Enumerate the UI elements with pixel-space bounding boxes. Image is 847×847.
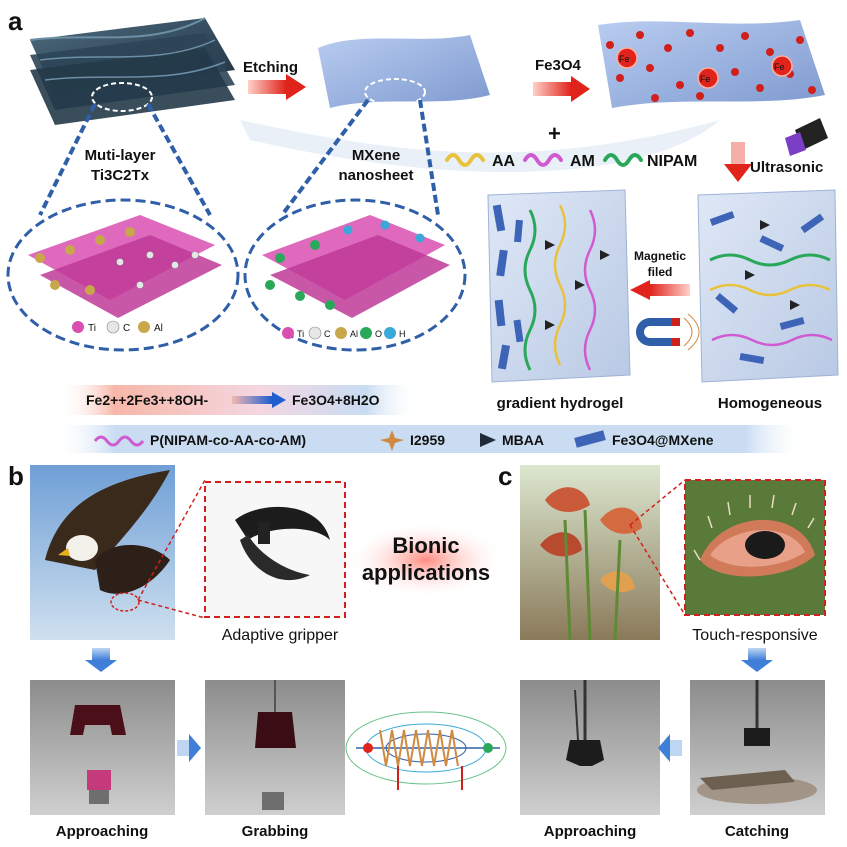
homogeneous-hydrogel-block [697, 189, 839, 383]
panel-label-c: c [498, 461, 512, 491]
fe-label-2: Fe [700, 74, 711, 84]
magnet-icon [636, 313, 700, 351]
touch-responsive-caption: Touch-responsive [692, 627, 818, 644]
homogeneous-label: Homogeneous [718, 395, 822, 412]
down-arrow-b [85, 648, 117, 672]
magnetic-label-1: Magnetic [634, 249, 686, 263]
gradient-hydrogel-block [487, 189, 631, 383]
caption-approaching-b: Approaching [56, 823, 149, 840]
zoom-ellipse-left [91, 82, 153, 112]
crystal-structure-right [243, 198, 467, 352]
svg-text:Al: Al [154, 323, 163, 334]
fe-particle-1 [616, 47, 638, 69]
ultrasonic-arrow [731, 142, 745, 164]
atom-legend-right: Ti C Al O H [282, 326, 406, 340]
svg-text:C: C [123, 323, 130, 334]
panel-label-b: b [8, 461, 24, 491]
monomer-nipam: NIPAM [647, 153, 697, 170]
svg-text:Ti: Ti [297, 329, 304, 339]
atom-legend-left: Ti C Al [72, 320, 163, 334]
caption-catching-c: Catching [725, 823, 789, 840]
gradient-hydrogel-label: gradient hydrogel [497, 395, 624, 412]
legend-crosslinker: MBAA [502, 432, 544, 448]
monomer-am: AM [570, 153, 595, 170]
legend-band [55, 425, 805, 453]
legend-composite: Fe3O4@MXene [612, 432, 714, 448]
photo-approaching-c [520, 680, 660, 815]
panel-label-a: a [8, 6, 23, 36]
legend-initiator: I2959 [410, 432, 445, 448]
initiator-star-icon [380, 430, 404, 451]
mxene-sheet [318, 35, 490, 108]
mbaa-triangle-icon [480, 433, 496, 447]
photo-catching-c [690, 680, 825, 815]
svg-text:H: H [399, 329, 406, 339]
multilayer-label-2: Ti3C2Tx [91, 167, 150, 184]
bionic-title-1: Bionic [392, 533, 459, 558]
etching-arrow [248, 80, 286, 94]
gripper-inset [204, 481, 346, 618]
reaction-arrow [232, 396, 272, 404]
polymer-legend-icon [93, 435, 145, 447]
swoosh-band [240, 120, 720, 173]
ultrasonic-label: Ultrasonic [750, 159, 823, 176]
caption-approaching-c: Approaching [544, 823, 637, 840]
fe-label-3: Fe [774, 62, 785, 72]
fe-particle-2 [697, 67, 719, 89]
crystal-structure-left [6, 198, 240, 352]
mxene-label-2: nanosheet [338, 167, 413, 184]
right-arrow-b [177, 734, 201, 762]
monomer-legend: AA AM NIPAM [445, 153, 697, 170]
monomer-aa: AA [492, 153, 516, 170]
fe3o4-arrow [533, 82, 571, 96]
svg-text:C: C [324, 329, 331, 339]
fe-label-1: Fe [619, 54, 630, 64]
fe3o4-mxene-icon [574, 430, 606, 448]
svg-text:O: O [375, 329, 382, 339]
multilayer-stack [29, 17, 235, 125]
flytrap-inset [684, 479, 826, 616]
reaction-right: Fe3O4+8H2O [292, 392, 380, 408]
photo-grabbing-b [205, 680, 345, 815]
bionic-title-2: applications [362, 560, 490, 585]
zoom-ellipse-right [364, 78, 426, 106]
eagle-photo [30, 465, 175, 640]
etching-label: Etching [243, 59, 298, 76]
venus-flytrap-photo [520, 465, 660, 641]
reaction-left: Fe2++2Fe3++8OH- [86, 392, 209, 408]
solenoid-icon [345, 711, 507, 790]
down-arrow-c [741, 648, 773, 672]
bionic-glow [346, 522, 506, 598]
caption-grabbing-b: Grabbing [242, 823, 309, 840]
magnetic-arrow [650, 284, 690, 296]
svg-text:Ti: Ti [88, 323, 96, 334]
multilayer-label-1: Muti-layer [85, 147, 156, 164]
mxene-label-1: MXene [352, 147, 400, 164]
fe3o4-label: Fe3O4 [535, 57, 582, 74]
legend-polymer: P(NIPAM-co-AA-co-AM) [150, 432, 306, 448]
uv-lamp-icon [785, 118, 828, 156]
svg-text:Al: Al [350, 329, 358, 339]
magnetic-label-2: filed [648, 265, 673, 279]
photo-approaching-b [30, 680, 175, 815]
fe-particle-3 [771, 55, 793, 77]
left-arrow-c [658, 734, 682, 762]
plus-icon: + [548, 121, 561, 146]
fe3o4-mxene-sheet: Fe Fe Fe [598, 20, 825, 108]
adaptive-gripper-caption: Adaptive gripper [222, 627, 339, 644]
